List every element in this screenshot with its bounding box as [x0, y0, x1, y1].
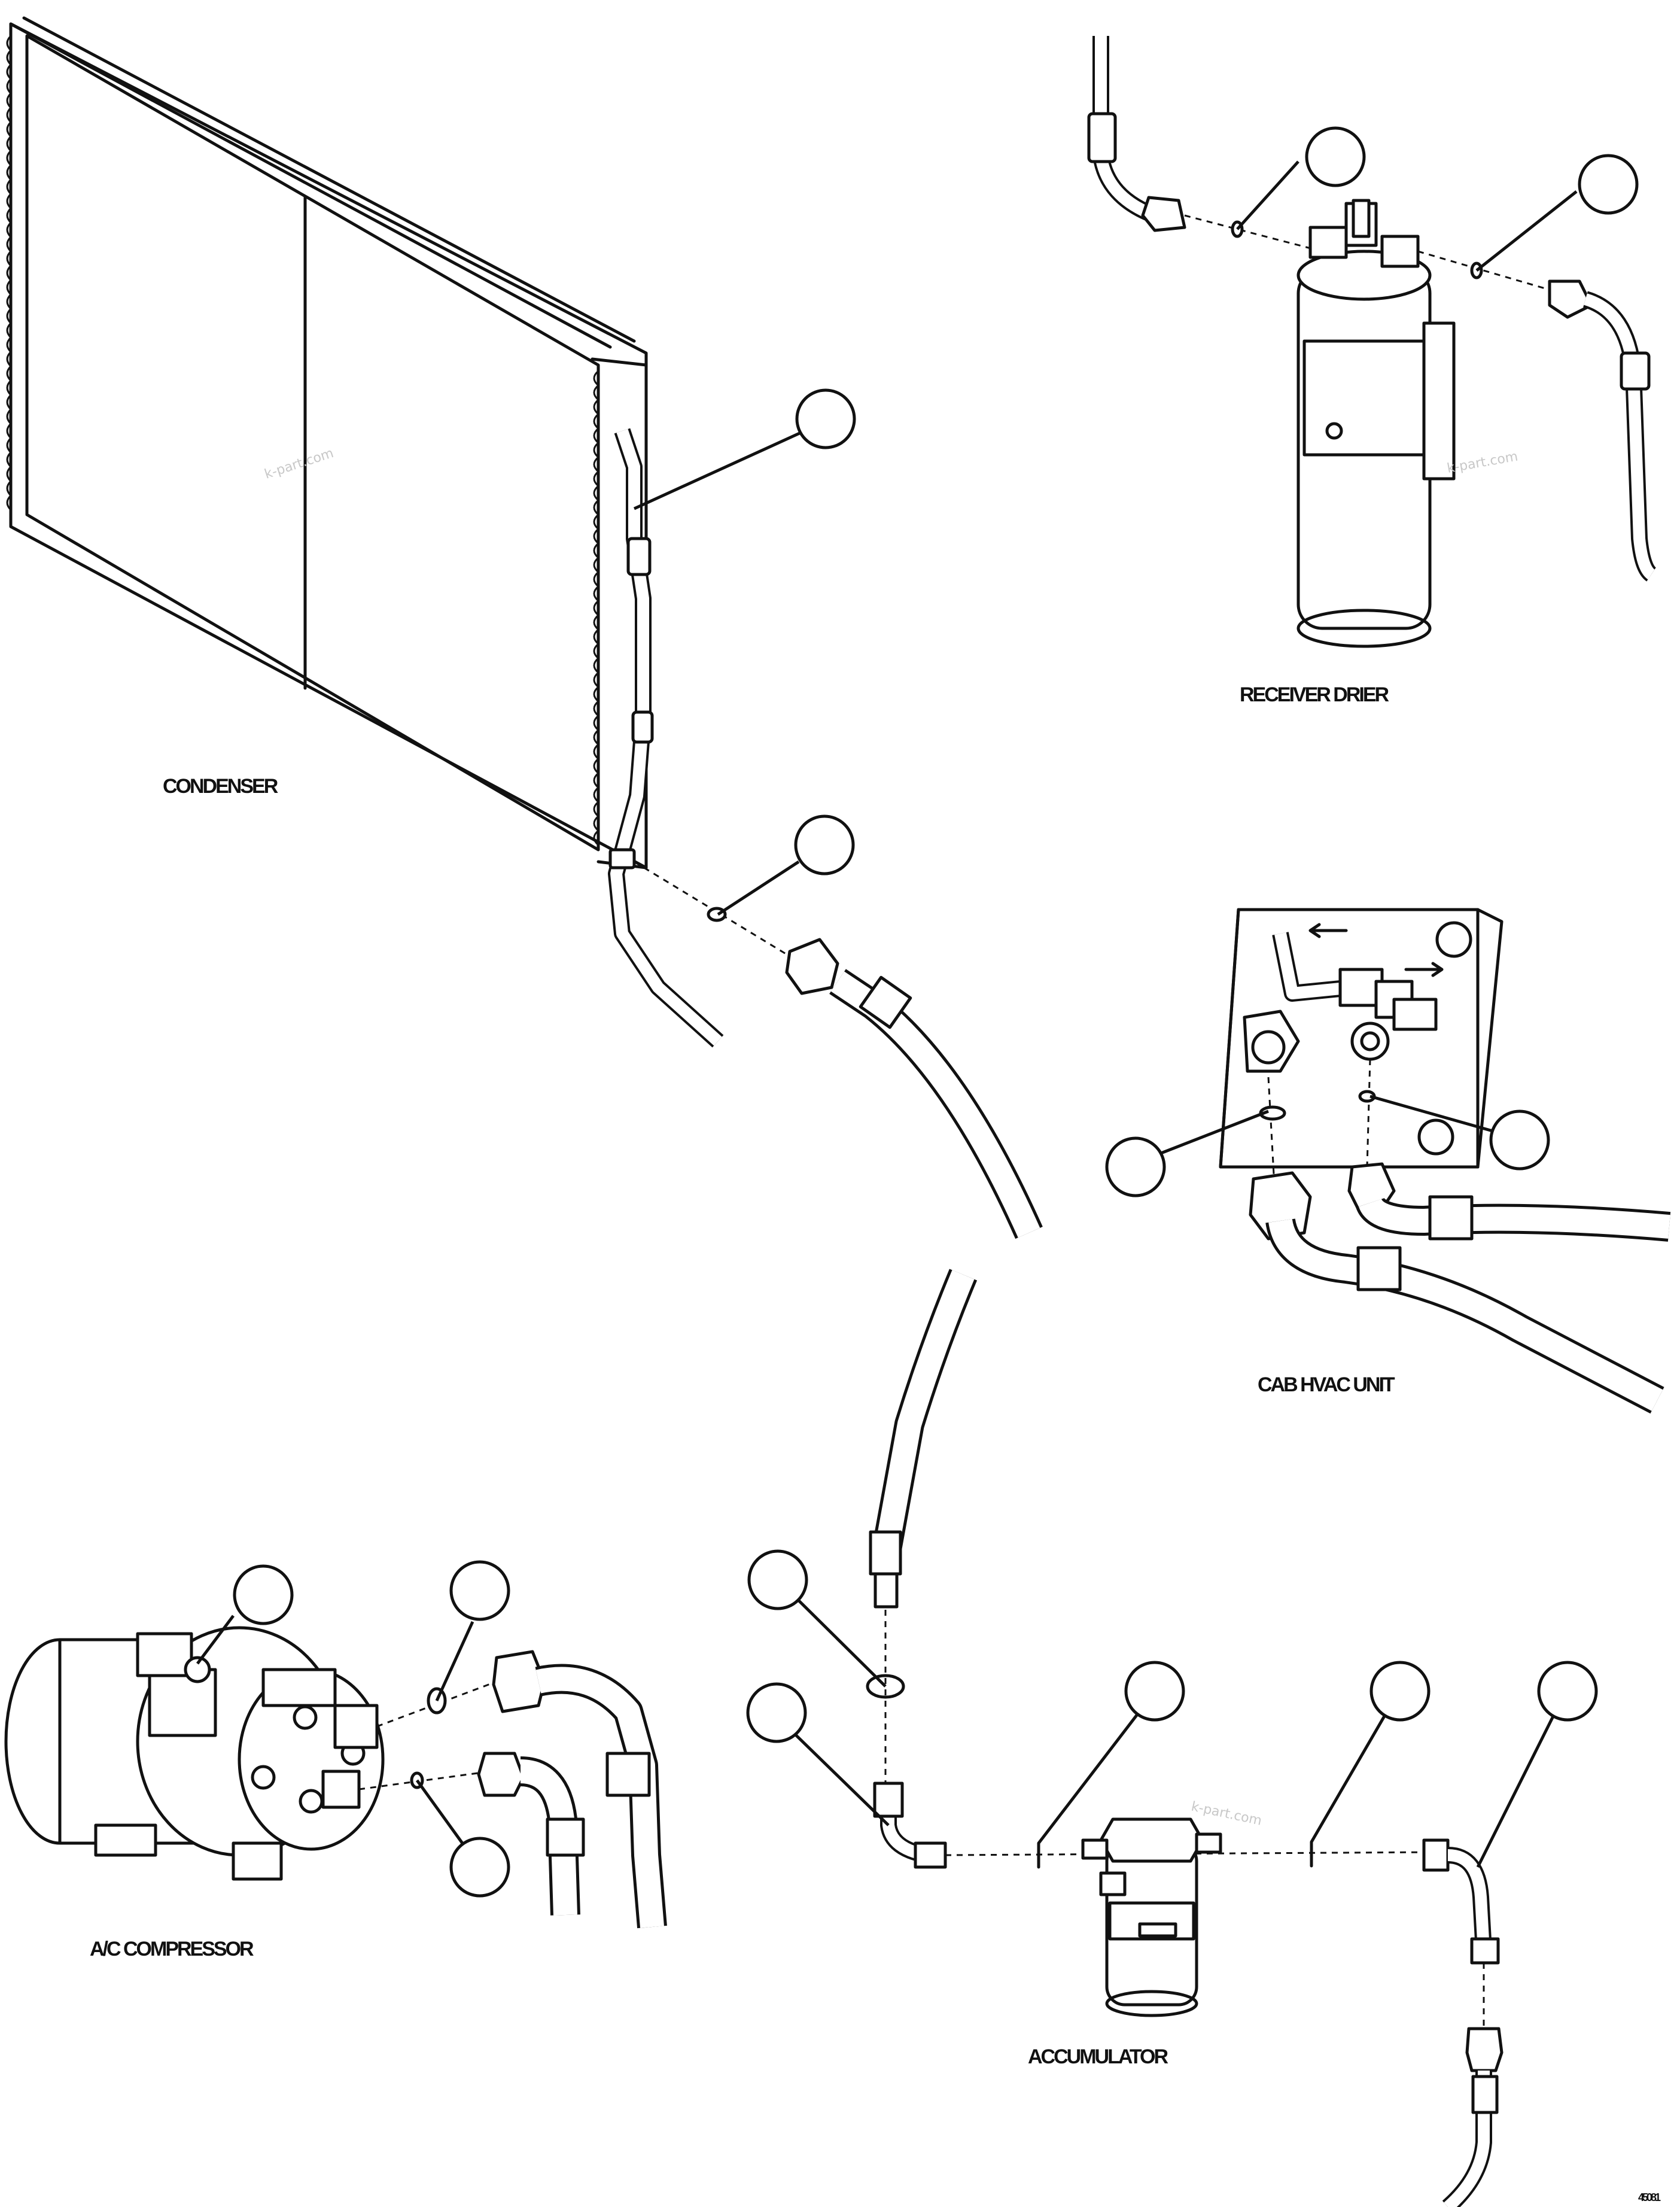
- callout-bubbles: [196, 126, 1639, 1898]
- callout-bubble: [1369, 1661, 1431, 1722]
- callout-bubble: [1489, 1109, 1550, 1171]
- callout-bubble: [449, 1837, 510, 1898]
- watermark: k-part.com: [1446, 449, 1519, 476]
- cab-hvac-unit-assembly: [1219, 908, 1671, 1414]
- receiver-drier-assembly: [1087, 36, 1657, 648]
- callout-bubble: [1124, 1661, 1185, 1722]
- ac-compressor-assembly: [4, 1626, 667, 1929]
- label-condenser: CONDENSER: [163, 775, 278, 798]
- callout-bubble: [1537, 1661, 1598, 1722]
- label-ac-compressor: A/C COMPRESSOR: [90, 1938, 254, 1960]
- callout-bubble: [233, 1564, 294, 1625]
- label-accumulator: ACCUMULATOR: [1028, 2045, 1168, 2068]
- callout-bubble: [747, 1549, 808, 1610]
- accumulator-assembly: [866, 1269, 1504, 2207]
- callout-bubble: [1305, 126, 1366, 187]
- condenser-outlet-hose: [634, 861, 1043, 1239]
- callout-bubble: [1578, 154, 1639, 215]
- callout-bubble: [1105, 1136, 1166, 1197]
- condenser-assembly: [6, 16, 724, 1048]
- callout-bubble: [795, 388, 856, 449]
- label-cab-hvac-unit: CAB HVAC UNIT: [1258, 1373, 1395, 1396]
- label-receiver-drier: RECEIVER DRIER: [1240, 683, 1389, 706]
- callout-bubble: [794, 814, 855, 875]
- callout-bubble: [746, 1682, 807, 1743]
- watermark: k-part.com: [1190, 1799, 1263, 1828]
- figure-id: 45081: [1638, 2191, 1661, 2203]
- callout-bubble: [449, 1560, 510, 1621]
